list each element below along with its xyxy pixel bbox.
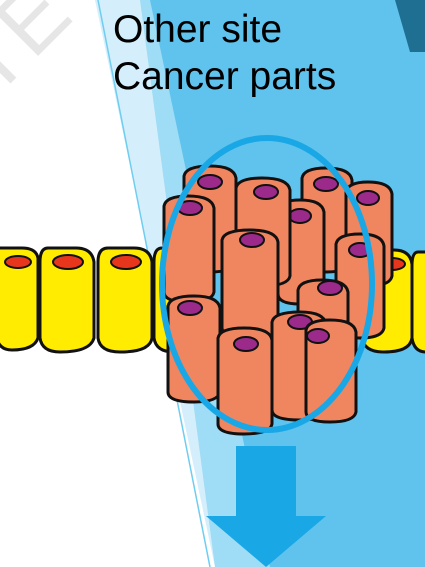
cancer-cell: [222, 230, 278, 338]
cell-nucleus: [178, 301, 202, 315]
cell-nucleus: [314, 177, 338, 191]
cell-nucleus: [254, 185, 278, 199]
normal-cell: [40, 248, 94, 352]
cell-nucleus: [318, 281, 342, 295]
cell-nucleus: [198, 175, 222, 189]
cell-nucleus: [357, 191, 379, 205]
cell-nucleus: [234, 337, 258, 351]
normal-cell: [412, 252, 425, 352]
cell-nucleus: [307, 329, 329, 343]
cell-nucleus: [5, 256, 31, 268]
cell-nucleus: [240, 233, 264, 247]
cell-nucleus: [53, 255, 83, 269]
normal-cell: [98, 248, 152, 352]
cancer-cell: [164, 196, 214, 302]
cell-nucleus: [289, 209, 311, 223]
down-arrow-icon: [206, 446, 326, 567]
cell-nucleus: [111, 255, 141, 269]
normal-cell: [0, 248, 38, 350]
